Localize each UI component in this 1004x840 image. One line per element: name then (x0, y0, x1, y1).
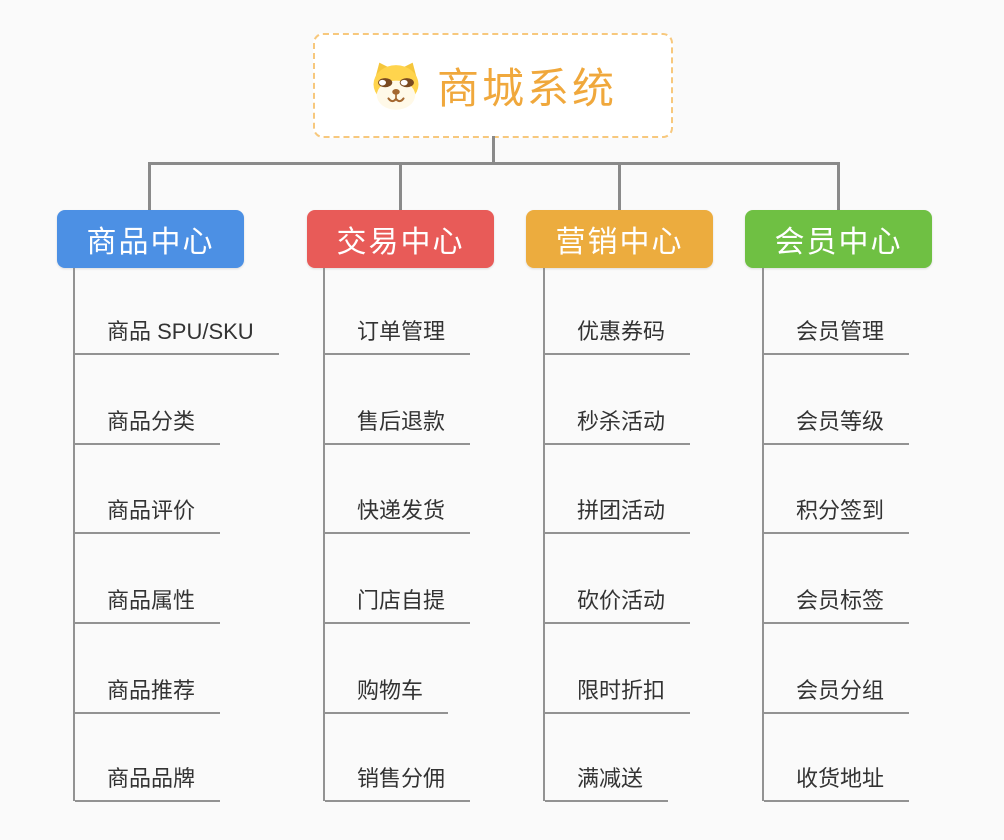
branch-member-center[interactable]: 会员中心 (745, 210, 932, 268)
child-node[interactable]: 快递发货 (325, 496, 471, 534)
child-node[interactable]: 砍价活动 (545, 586, 691, 624)
child-node[interactable]: 会员分组 (764, 676, 910, 714)
child-node[interactable]: 商品推荐 (75, 676, 221, 714)
connector-drop-3 (618, 162, 621, 210)
child-node[interactable]: 订单管理 (325, 317, 471, 355)
branch-product-center[interactable]: 商品中心 (57, 210, 244, 268)
child-node[interactable]: 会员等级 (764, 407, 910, 445)
child-node[interactable]: 商品评价 (75, 496, 221, 534)
connector-drop-1 (148, 162, 151, 210)
child-node[interactable]: 秒杀活动 (545, 407, 691, 445)
child-node[interactable]: 收货地址 (764, 764, 910, 802)
child-node[interactable]: 商品 SPU/SKU (75, 317, 279, 355)
branch-trade-children: 订单管理 售后退款 快递发货 门店自提 购物车 销售分佣 (323, 268, 471, 802)
branch-member-children: 会员管理 会员等级 积分签到 会员标签 会员分组 收货地址 (762, 268, 910, 802)
child-node[interactable]: 优惠券码 (545, 317, 691, 355)
branch-product-children: 商品 SPU/SKU 商品分类 商品评价 商品属性 商品推荐 商品品牌 (73, 268, 279, 802)
child-node[interactable]: 商品分类 (75, 407, 221, 445)
child-node[interactable]: 积分签到 (764, 496, 910, 534)
connector-drop-4 (837, 162, 840, 210)
child-node[interactable]: 商品属性 (75, 586, 221, 624)
child-node[interactable]: 会员标签 (764, 586, 910, 624)
branch-marketing-center[interactable]: 营销中心 (526, 210, 713, 268)
root-title: 商城系统 (436, 65, 617, 112)
connector-root-stub (492, 136, 495, 163)
child-node[interactable]: 门店自提 (325, 586, 471, 624)
branch-marketing-children: 优惠券码 秒杀活动 拼团活动 砍价活动 限时折扣 满减送 (543, 268, 691, 802)
child-node[interactable]: 售后退款 (325, 407, 471, 445)
connector-rail (148, 162, 840, 165)
child-node[interactable]: 满减送 (545, 764, 669, 802)
child-node[interactable]: 购物车 (325, 676, 449, 714)
shiba-dog-icon (369, 61, 423, 111)
child-node[interactable]: 商品品牌 (75, 764, 221, 802)
child-node[interactable]: 会员管理 (764, 317, 910, 355)
child-node[interactable]: 限时折扣 (545, 676, 691, 714)
branch-trade-center[interactable]: 交易中心 (307, 210, 494, 268)
root-node[interactable]: 商城系统 (313, 33, 673, 138)
child-node[interactable]: 拼团活动 (545, 496, 691, 534)
child-node[interactable]: 销售分佣 (325, 764, 471, 802)
connector-drop-2 (399, 162, 402, 210)
